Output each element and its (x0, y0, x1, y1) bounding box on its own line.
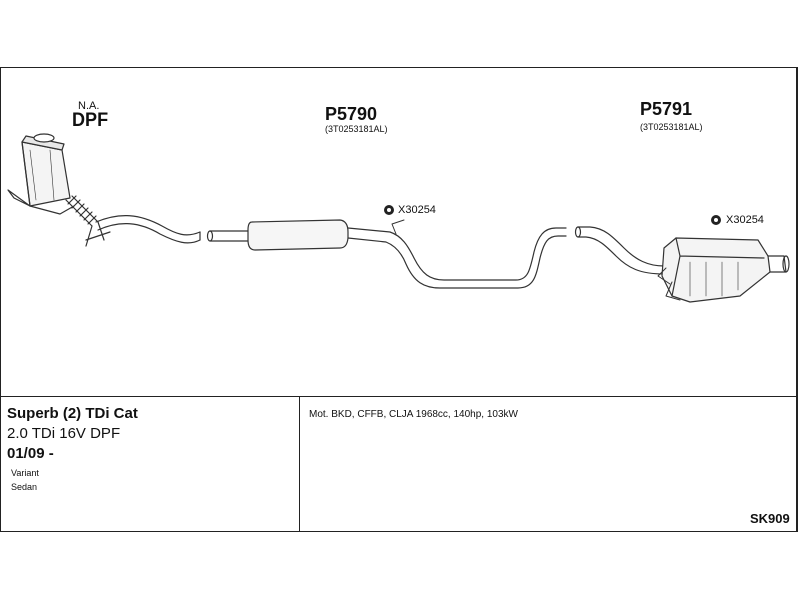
oe-number-p5790: (3T0253181AL) (325, 124, 388, 134)
production-date: 01/09 - (7, 445, 54, 462)
vertical-divider (299, 397, 300, 532)
vehicle-model: Superb (2) TDi Cat (7, 405, 138, 422)
dpf-unit (7, 133, 75, 215)
part-number-p5790: P5790 (325, 104, 378, 124)
front-pipe (95, 215, 201, 244)
body-type-variant: Variant (11, 468, 39, 478)
dpf-availability-note: N.A. (78, 100, 100, 112)
oe-number-p5791: (3T0253181AL) (640, 122, 703, 132)
mount-ref-p5790: X30254 (398, 204, 436, 216)
part-number-p5791: P5791 (640, 99, 693, 119)
rubber-mount-icon (384, 205, 394, 215)
engine-specs: Mot. BKD, CFFB, CLJA 1968cc, 140hp, 103k… (309, 409, 518, 420)
kit-code: SK909 (750, 511, 790, 526)
engine-description: 2.0 TDi 16V DPF (7, 425, 121, 442)
flex-pipe (65, 195, 111, 247)
rubber-mount-icon (711, 215, 721, 225)
diagram-frame (0, 67, 798, 532)
rear-silencer-p5791 (574, 226, 790, 303)
centre-silencer-p5790 (206, 219, 567, 289)
horizontal-divider (0, 396, 798, 397)
body-type-sedan: Sedan (11, 482, 38, 492)
dpf-label: DPF (72, 110, 109, 131)
mount-ref-p5791: X30254 (726, 214, 764, 226)
